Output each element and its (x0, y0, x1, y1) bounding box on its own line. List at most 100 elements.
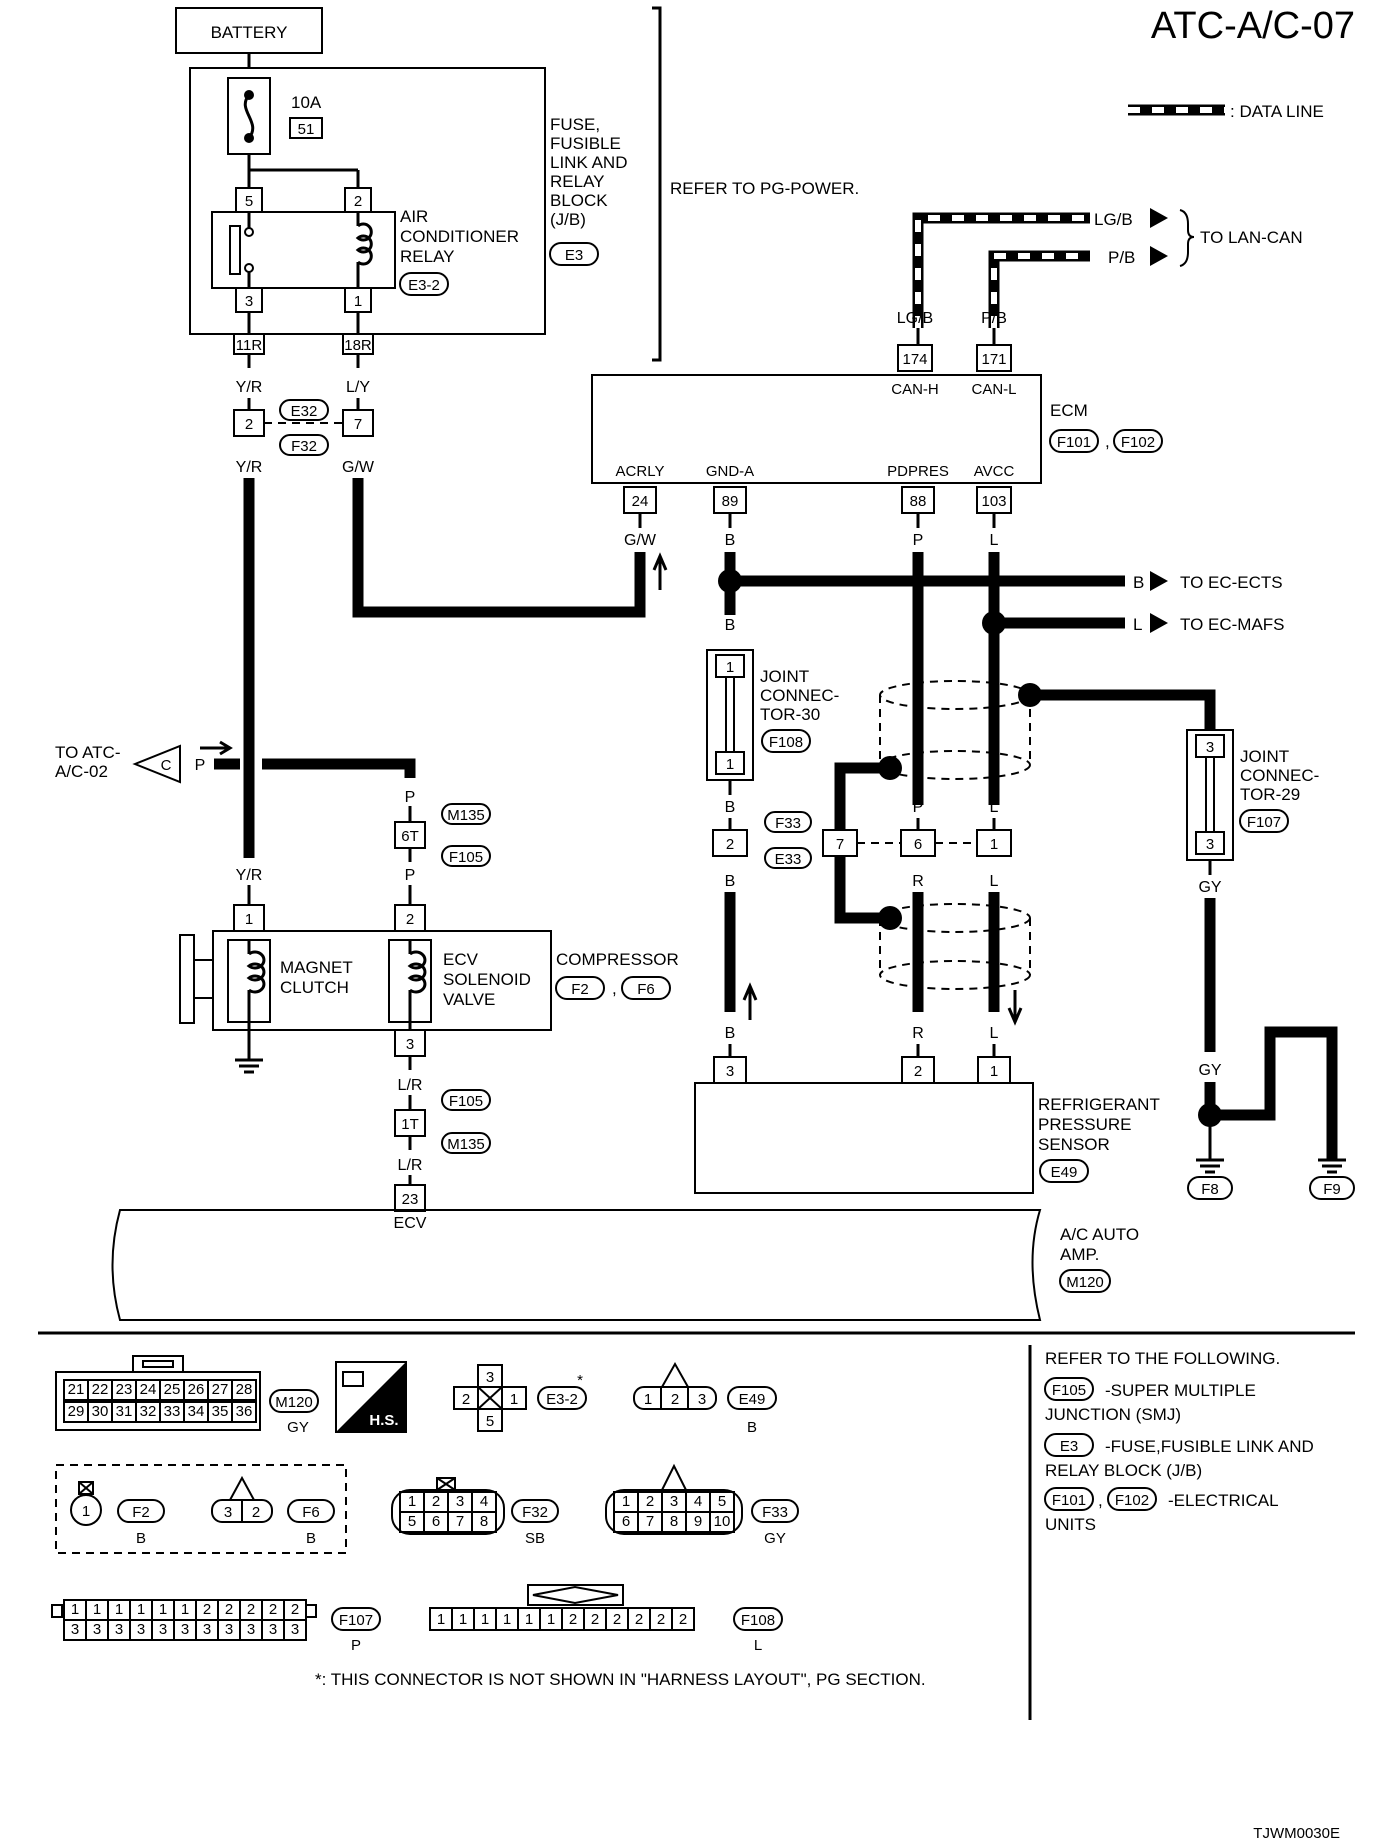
down-arrow-icon (1007, 990, 1023, 1026)
svg-text:,: , (1098, 1491, 1103, 1510)
sensor-pin-1: 1 (990, 1063, 998, 1080)
jc30-pin-1b: 1 (726, 756, 734, 773)
jc29-line-2: CONNEC- (1240, 766, 1319, 785)
f107-pin-2-8: 3 (225, 1621, 233, 1638)
f108-view-id: F108 (741, 1612, 775, 1629)
wire-ground-f9 (1210, 1026, 1338, 1160)
up-arrow-icon-2 (742, 982, 758, 1020)
f108-pin-1-4: 1 (503, 1611, 511, 1628)
hs-label: H.S. (369, 1412, 398, 1429)
ecm-pdpres: PDPRES (887, 463, 949, 480)
compressor-label: COMPRESSOR (556, 950, 679, 969)
f32-pin-2-3: 7 (456, 1513, 464, 1530)
pin-1t: 1T (401, 1116, 419, 1133)
wire-pb-1: P/B (981, 310, 1007, 327)
wire-l-3: L (990, 873, 999, 890)
ecm-avcc: AVCC (974, 463, 1015, 480)
m120-pin-1-8: 28 (236, 1381, 253, 1398)
f32-pin-1-1: 1 (408, 1493, 416, 1510)
amp-line-1: A/C AUTO (1060, 1225, 1139, 1244)
ecm-can-h: CAN-H (891, 381, 939, 398)
sensor-pin-2: 2 (914, 1063, 922, 1080)
refer-title: REFER TO THE FOLLOWING. (1045, 1349, 1280, 1368)
f32-pin-2-2: 6 (432, 1513, 440, 1530)
ground-icon-compressor (235, 1058, 263, 1074)
m120-pin-2-5: 33 (164, 1403, 181, 1420)
m120-pin-1-7: 27 (212, 1381, 229, 1398)
e49-pin-3: 3 (698, 1391, 706, 1408)
m120-pin-2-2: 30 (92, 1403, 109, 1420)
refer-ecu-text2: UNITS (1045, 1515, 1096, 1534)
f105-id-1: F105 (449, 849, 483, 866)
jc30-line-2: CONNEC- (760, 686, 839, 705)
wire-l-4: L (990, 1025, 999, 1042)
wire-gw-run (352, 478, 646, 618)
fuse-link-relay-block: 10A 51 5 2 3 1 AIR CONDITIONER RELAY E3-… (189, 67, 546, 335)
jb-line-2: FUSIBLE (550, 134, 621, 153)
f107-view-id: F107 (339, 1612, 373, 1629)
ecm-connector-f101: F101 (1057, 434, 1091, 451)
sensor-pin-3: 3 (726, 1063, 734, 1080)
f33-e33-connector: 2 7 6 1 F33 E33 (712, 811, 1012, 869)
refrigerant-pressure-sensor: 3 2 1 REFRIGERANT PRESSURE SENSOR E49 (694, 1056, 1160, 1194)
m120-pin-1-5: 25 (164, 1381, 181, 1398)
fuse-rating: 10A (291, 93, 322, 112)
refer-f105-id: F105 (1052, 1382, 1086, 1399)
f107-pin-2-2: 3 (93, 1621, 101, 1638)
m120-pin-2-3: 31 (116, 1403, 133, 1420)
wire-gy-1: GY (1198, 879, 1221, 896)
f33-pin-1-1: 1 (622, 1493, 630, 1510)
f107-pin-2-9: 3 (247, 1621, 255, 1638)
jb-pin-11r: 11R (236, 337, 263, 354)
jb-label: FUSE, FUSIBLE LINK AND RELAY BLOCK (J/B)… (549, 6, 859, 362)
ecm-acrly: ACRLY (616, 463, 665, 480)
jc29-pin-3b: 3 (1206, 836, 1214, 853)
e3-2-pin-1: 1 (510, 1391, 518, 1408)
e3-2-pin-5: 5 (486, 1413, 494, 1430)
wire-l-2: L (990, 799, 999, 816)
f33-pin-2-5: 10 (714, 1513, 731, 1530)
f33-pin-1-2: 2 (646, 1493, 654, 1510)
f107-pin-2-7: 3 (203, 1621, 211, 1638)
f33-id: F33 (775, 815, 801, 832)
wire-lgb-1: LG/B (897, 310, 933, 327)
jc30-connector-id: F108 (769, 734, 803, 751)
e49-pin-2: 2 (671, 1391, 679, 1408)
wire-shield-drain-1 (834, 762, 890, 830)
f107-pin-1-9: 2 (247, 1601, 255, 1618)
wire-shield-jc29 (1030, 689, 1216, 730)
f33-pin-1: 1 (990, 836, 998, 853)
wire-b-3: B (725, 799, 736, 816)
f32-pin-2-1: 5 (408, 1513, 416, 1530)
ground-icon-f9: F9 (1309, 1158, 1355, 1200)
f107-pin-1-10: 2 (269, 1601, 277, 1618)
e3-2-connector-view: 3 2 1 5 E3-2 * (453, 1364, 587, 1432)
ground-f9-id: F9 (1323, 1181, 1341, 1198)
wire-p-4: P (405, 867, 416, 884)
relay-pin-1: 1 (354, 293, 362, 310)
f108-pin-1-6: 1 (547, 1611, 555, 1628)
m120-pin-1-3: 23 (116, 1381, 133, 1398)
joint-connector-29: 3 3 JOINT CONNEC- TOR-29 F107 (1186, 729, 1319, 861)
jc30-line-3: TOR-30 (760, 705, 820, 724)
e3-2-star: * (577, 1372, 583, 1389)
jb-bracket (652, 6, 662, 362)
f107-view-color: P (351, 1637, 361, 1654)
f107-pin-2-5: 3 (159, 1621, 167, 1638)
sensor-line-3: SENSOR (1038, 1135, 1110, 1154)
ecv-label-2: SOLENOID (443, 970, 531, 989)
f2-view-color: B (136, 1530, 146, 1547)
f107-pin-2-3: 3 (115, 1621, 123, 1638)
f33-pin-2-4: 9 (694, 1513, 702, 1530)
wire-b-1: B (725, 532, 736, 549)
f33-pin-6: 6 (914, 836, 922, 853)
wire-lr-2: L/R (398, 1157, 423, 1174)
m135-f105-connector-6t: 6T M135 F105 (394, 803, 491, 867)
data-line-legend: : DATA LINE (1128, 102, 1324, 121)
jb-line-6: (J/B) (550, 210, 586, 229)
refer-e3-id: E3 (1060, 1438, 1078, 1455)
f33-pin-2-1: 6 (622, 1513, 630, 1530)
magnet-label-1: MAGNET (280, 958, 353, 977)
f107-pin-2-10: 3 (269, 1621, 277, 1638)
